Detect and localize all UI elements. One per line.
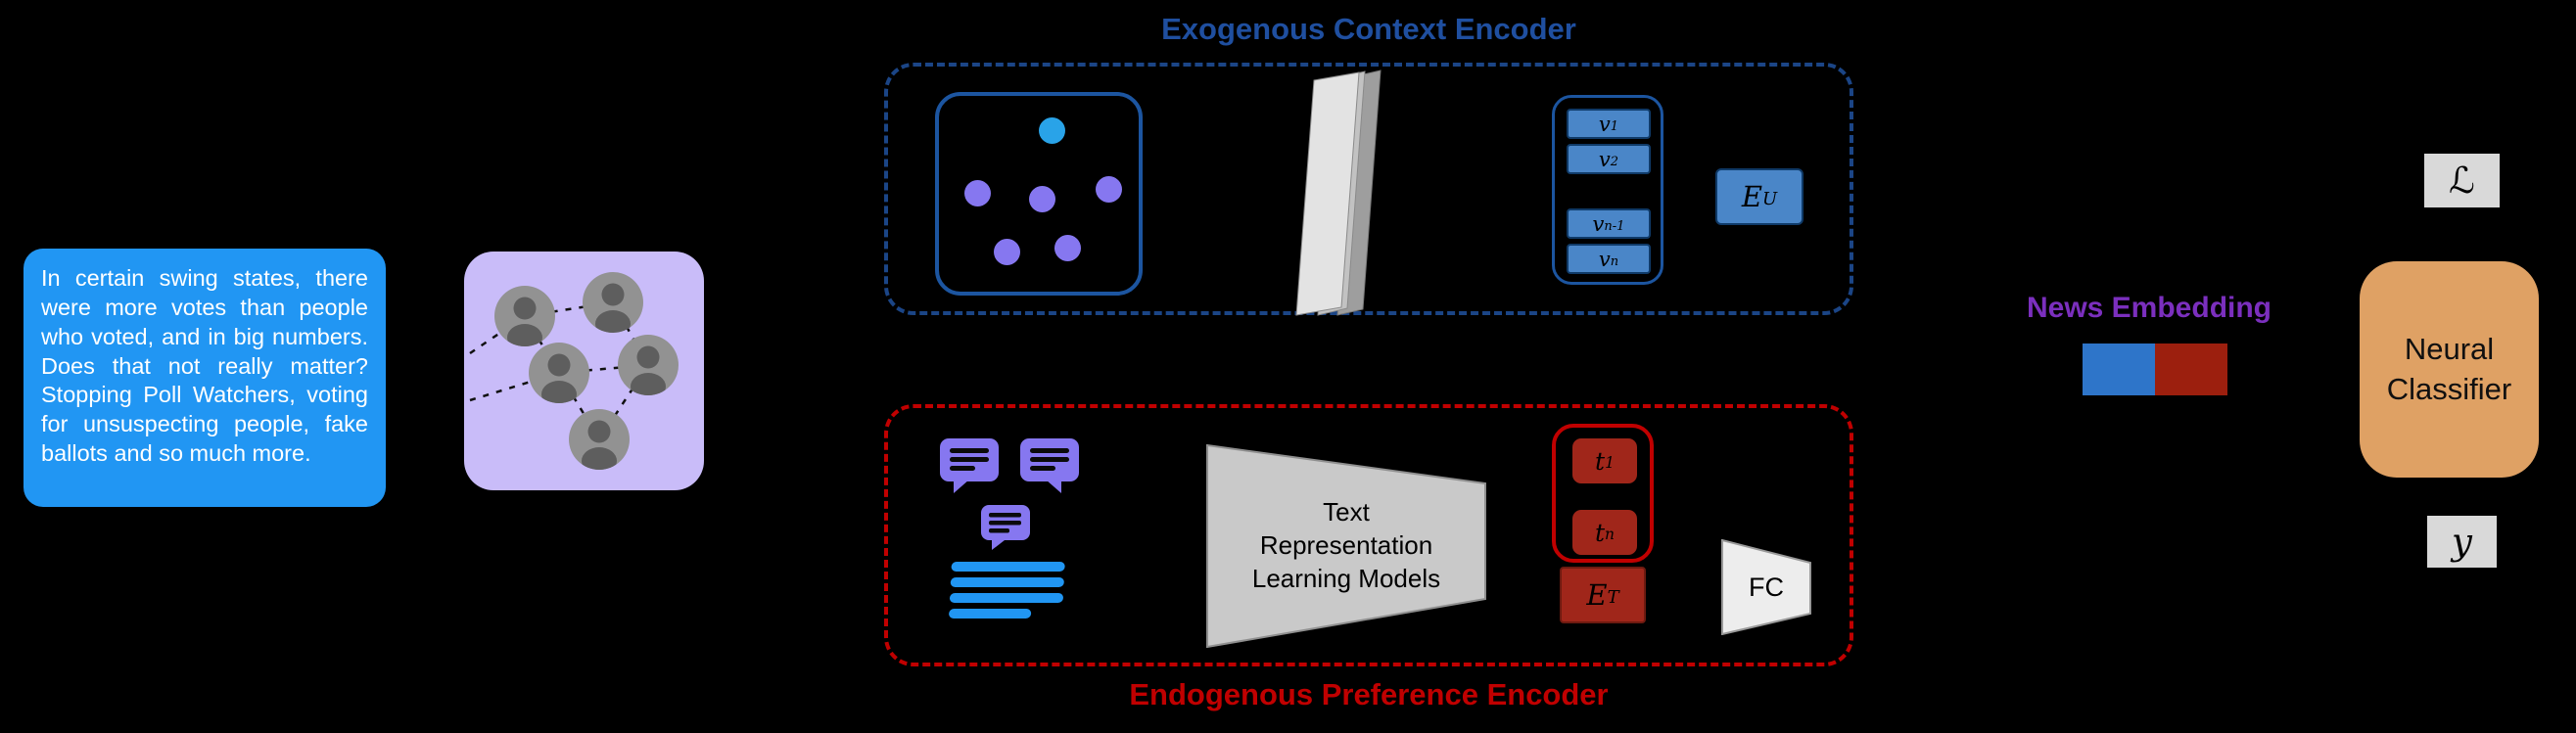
news-embedding-context-segment [2083, 344, 2155, 395]
user-avatar-icon [494, 286, 555, 351]
news-embedding-preference-segment [2155, 344, 2227, 395]
user-avatar-icon [529, 343, 589, 408]
user-node-dot [1029, 186, 1055, 212]
fc-trapezoid-shape [1721, 538, 1811, 636]
neural-layers-icon [1271, 69, 1428, 321]
endogenous-encoder-frame [884, 404, 1853, 666]
comment-bubble-icon [938, 436, 1001, 495]
comment-bubble-icon [979, 503, 1032, 552]
user-avatar-icon [569, 409, 630, 475]
news-sample-text: In certain swing states, there were more… [41, 265, 368, 467]
user-node-dot [964, 180, 991, 206]
user-avatar-icon [583, 272, 643, 338]
exogenous-encoder-frame [884, 63, 1853, 315]
user-node-dot [994, 239, 1020, 265]
loss-symbol-box: ℒ [2424, 154, 2500, 207]
social-graph-icon [469, 252, 704, 490]
text-representation-block: Text Representation Learning Models [1206, 443, 1486, 649]
text-representation-label: Text Representation Learning Models [1251, 497, 1441, 593]
output-symbol-box: y [2427, 516, 2497, 568]
exogenous-encoder-title: Exogenous Context Encoder [1161, 12, 1576, 46]
graph-nodes-icon [935, 92, 1143, 296]
user-node-dot [1096, 176, 1122, 203]
fc-layer-block: FC [1721, 538, 1811, 636]
trapezoid-shape [1206, 443, 1486, 649]
neural-classifier-box: Neural Classifier [2360, 261, 2539, 478]
endogenous-encoder-title: Endogenous Preference Encoder [1129, 677, 1609, 711]
news-sample-box: In certain swing states, there were more… [23, 249, 386, 507]
comment-bubble-icon [1018, 436, 1081, 495]
news-embedding-label: News Embedding [2026, 292, 2272, 324]
post-text-icon [940, 560, 1069, 630]
user-avatar-icon [618, 335, 679, 400]
root-node-dot [1039, 117, 1065, 144]
social-graph-box [464, 252, 704, 490]
fc-label: FC [1749, 572, 1784, 602]
user-node-dot [1054, 235, 1081, 261]
